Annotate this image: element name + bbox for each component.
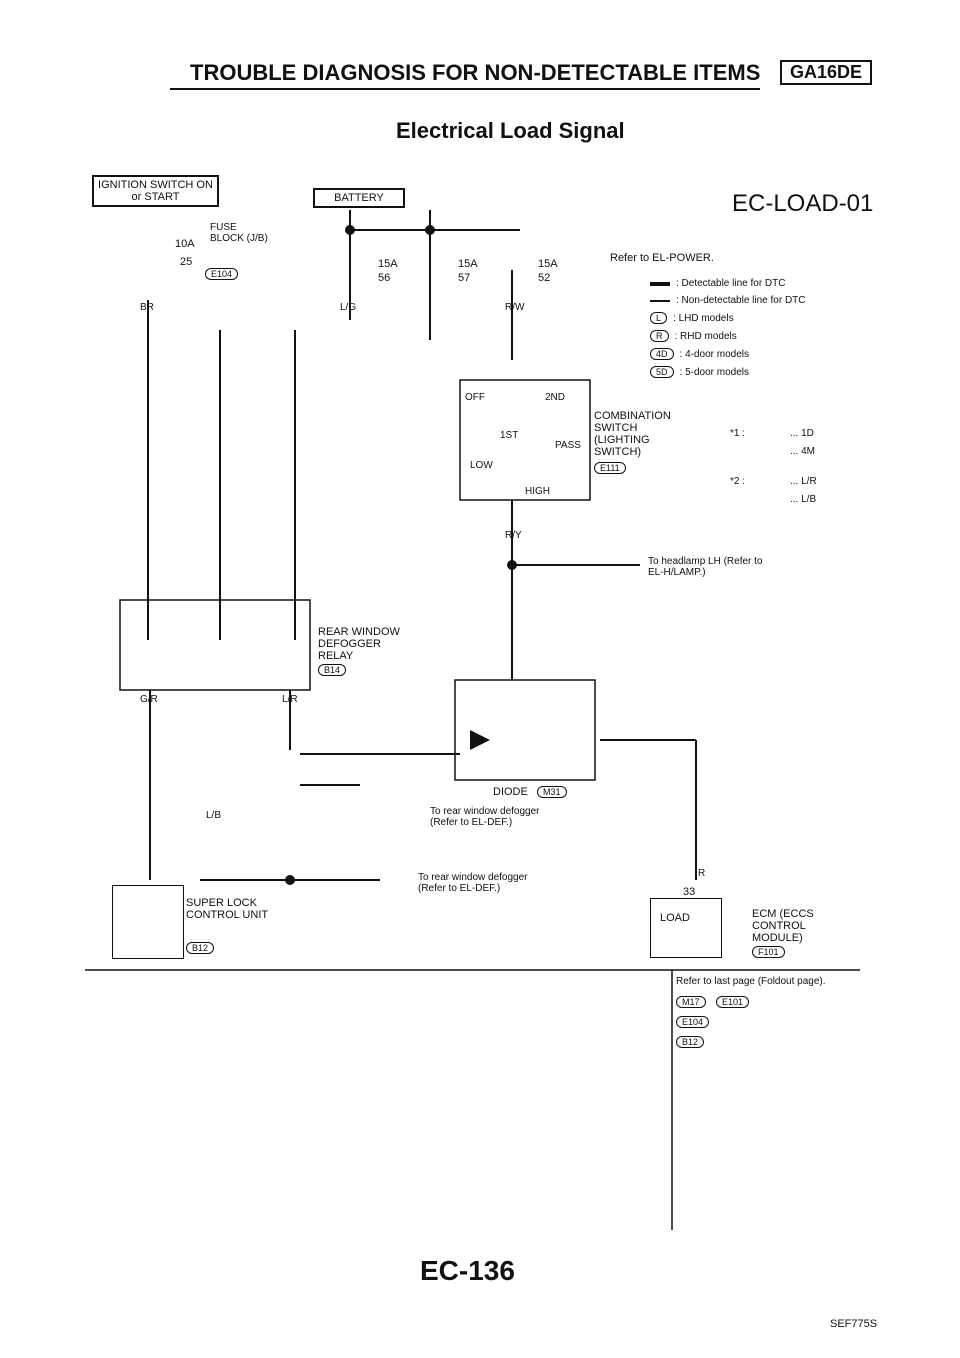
engine-tag: GA16DE [780,60,873,85]
ecm-terminal: 33 [683,886,696,898]
page-number: EC-136 [420,1255,515,1286]
ecm-box [650,898,722,958]
fuse-25-number: 25 [180,256,193,268]
sw-off: OFF [465,392,485,403]
ignition-switch-box: IGNITION SWITCH ON or START [92,175,219,207]
wire-lr: L/R [282,694,298,705]
fuse-57-number: 57 [458,272,471,284]
combination-switch-label: COMBINATION SWITCH (LIGHTING SWITCH) [594,410,671,458]
header-rule [170,88,760,90]
non-detectable-swatch [650,299,670,302]
diode-label: DIODE [493,786,528,798]
foldout-conn-3: E104 [676,1016,710,1028]
ecm-label: ECM (ECCS CONTROL MODULE) [752,908,814,944]
wire-br: BR [140,302,154,313]
legend-5door: 5D: 5-door models [650,366,806,378]
star2-5d: ... L/B [790,494,817,505]
figure-id: SEF775S [830,1318,878,1330]
legend: : Detectable line for DTC : Non-detectab… [650,278,806,384]
defogger-note-1: To rear window defogger (Refer to EL-DEF… [430,806,540,828]
foldout-conn-1: M17 [676,996,706,1008]
super-lock-conn: B12 [186,942,215,954]
legend-4door: 4D: 4-door models [650,348,806,360]
combination-switch-conn: E111 [594,462,626,474]
wire-ry: R/Y [505,530,522,541]
diagram-code: EC-LOAD-01 [732,190,874,217]
wire-r: R [698,868,706,879]
sw-high: HIGH [525,486,550,497]
diode-conn: M31 [537,786,567,798]
sw-1st: 1ST [500,430,519,441]
fuse-25-rating: 10A [175,238,195,250]
legend-non-detectable: : Non-detectable line for DTC [650,295,806,306]
wire-lg: L/G [340,302,357,313]
wire-rw: R/W [505,302,525,313]
section-title: Electrical Load Signal [396,118,625,143]
wire-gr: G/R [140,694,158,705]
fuse-57-rating: 15A [458,258,478,270]
refer-power-note: Refer to EL-POWER. [610,252,714,264]
defogger-note-2: To rear window defogger (Refer to EL-DEF… [418,872,528,894]
star1-r: ... 4M [790,446,816,457]
sw-pass: PASS [555,440,581,451]
star2-label: *2 : [730,476,746,487]
headlamp-note: To headlamp LH (Refer to EL-H/LAMP.) [648,556,763,578]
detectable-swatch [650,281,670,286]
legend-lhd: L: LHD models [650,312,806,324]
fuse-52-rating: 15A [538,258,558,270]
legend-detectable: : Detectable line for DTC [650,278,806,289]
super-lock-label: SUPER LOCK CONTROL UNIT [186,897,269,921]
star1-label: *1 : [730,428,746,439]
sw-2nd: 2ND [545,392,566,403]
sw-low: LOW [470,460,493,471]
defogger-relay-label: REAR WINDOW DEFOGGER RELAY [318,626,400,662]
fuse-block-conn: E104 [205,268,239,280]
battery-box: BATTERY [313,188,405,208]
fuse-52-number: 52 [538,272,551,284]
legend-rhd: R: RHD models [650,330,806,342]
defogger-relay-conn: B14 [318,664,347,676]
ecm-conn: F101 [752,946,785,958]
fuse-56-rating: 15A [378,258,398,270]
foldout-conn-4: B12 [676,1036,705,1048]
foldout-conn-2: E101 [716,996,750,1008]
ecm-load-label: LOAD [660,912,690,924]
page-header-title: TROUBLE DIAGNOSIS FOR NON-DETECTABLE ITE… [190,60,761,85]
fuse-56-number: 56 [378,272,391,284]
star1-l: ... 1D [790,428,814,439]
fuse-block-label: FUSE BLOCK (J/B) [210,222,268,244]
foldout-note: Refer to last page (Foldout page). [676,976,826,987]
star2-4d: ... L/R [790,476,817,487]
wire-lb: L/B [206,810,222,821]
super-lock-box [112,885,184,959]
